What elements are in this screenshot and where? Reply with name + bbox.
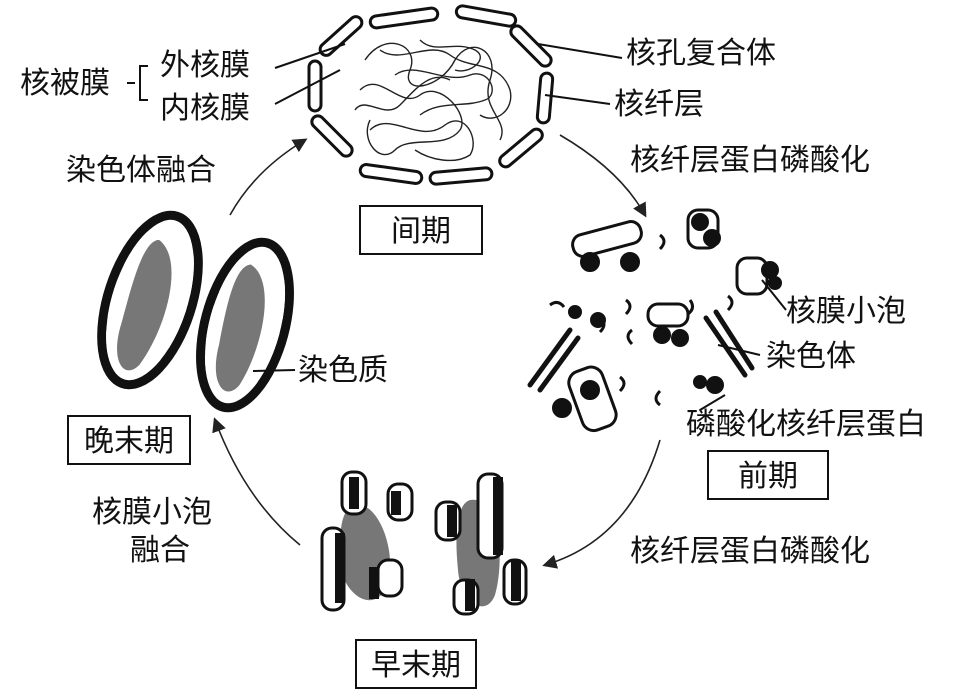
- vesicle-fusion-label-line1: 核膜小泡: [92, 495, 212, 530]
- nuclear-envelope-label: 核被膜: [20, 66, 110, 101]
- chromosome-label: 染色体: [766, 339, 856, 374]
- stage-prophase-box: 前期: [707, 450, 829, 500]
- arrow-prophase-to-early-telophase: [542, 439, 661, 569]
- lamin-phosphorylation-bottom-label: 核纤层蛋白磷酸化: [630, 534, 870, 569]
- interphase-nucleus: [305, 4, 555, 186]
- stage-late-telophase-label: 晚末期: [84, 424, 174, 459]
- stage-interphase-label: 间期: [391, 214, 451, 249]
- nuclear-pore-complex-label: 核孔复合体: [626, 36, 776, 71]
- chromatin-label: 染色质: [298, 353, 388, 388]
- arrow-interphase-to-prophase: [559, 134, 647, 218]
- arrow-early-telophase-to-late-telophase: [212, 417, 301, 546]
- stage-early-telophase-label: 早末期: [371, 648, 461, 683]
- early-telophase-chromosomes: [320, 470, 528, 616]
- inner-membrane-label: 内核膜: [160, 91, 250, 126]
- outer-membrane-label: 外核膜: [160, 48, 250, 83]
- lamin-phosphorylation-top-label: 核纤层蛋白磷酸化: [630, 143, 870, 178]
- chromosome-fusion-label: 染色体融合: [66, 153, 216, 188]
- membrane-vesicle-prophase-label: 核膜小泡: [786, 294, 906, 329]
- stage-late-telophase-box: 晚末期: [67, 415, 191, 465]
- phosphorylated-lamin-label: 磷酸化核纤层蛋白: [686, 407, 926, 442]
- prophase-fragments: [527, 208, 782, 433]
- stage-prophase-label: 前期: [738, 459, 798, 494]
- vesicle-fusion-label-line2: 融合: [130, 533, 190, 568]
- late-telophase-nuclei: [97, 210, 294, 413]
- leader-lines: [127, 43, 787, 411]
- nuclear-envelope-segments: [307, 4, 555, 186]
- stage-interphase-box: 间期: [359, 205, 483, 255]
- arrow-late-telophase-to-interphase: [229, 138, 308, 216]
- interphase-chromatin: [354, 39, 512, 162]
- nuclear-lamina-label: 核纤层: [614, 87, 704, 122]
- stage-early-telophase-box: 早末期: [355, 639, 477, 689]
